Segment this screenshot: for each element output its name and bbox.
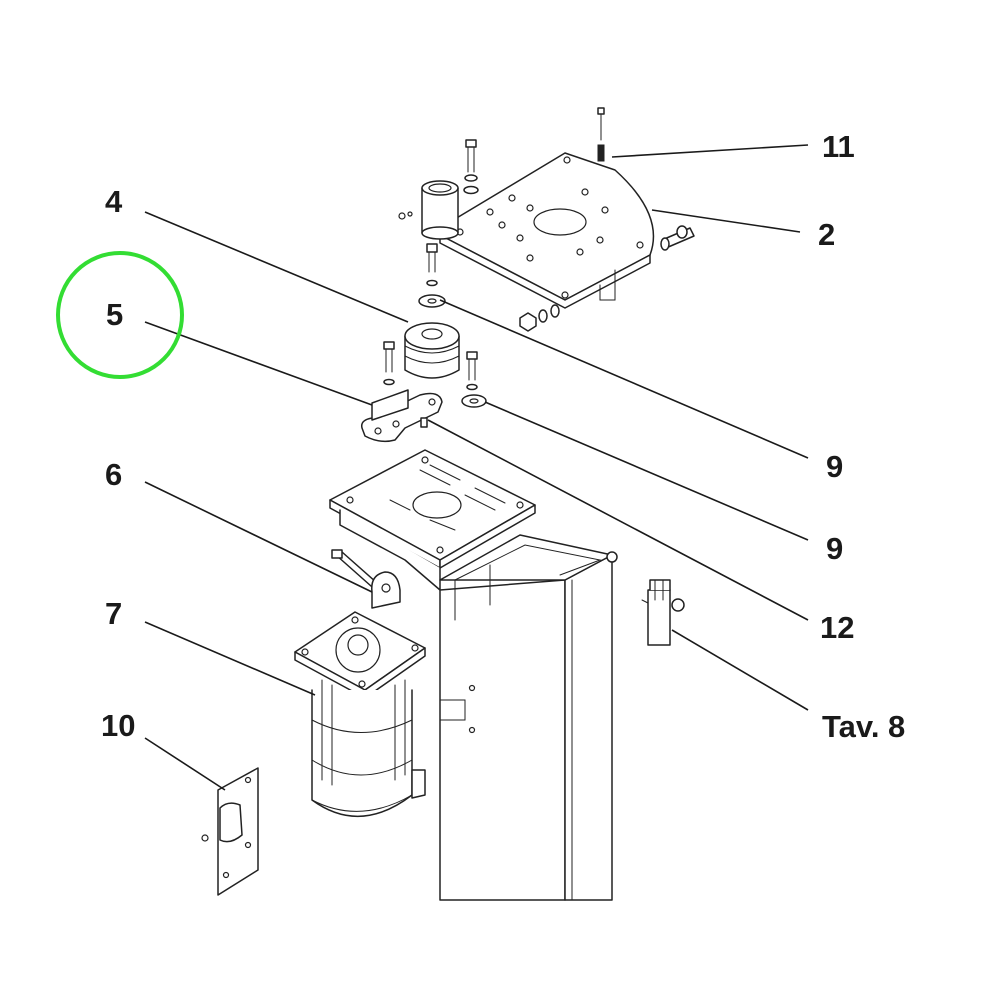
highlight-circle [56, 251, 184, 379]
top-plate-bolts [398, 139, 695, 332]
column-head-plate [329, 449, 536, 591]
callout-tav-8: Tav. 8 [822, 709, 905, 744]
part-10-plate [201, 767, 259, 896]
column [439, 534, 618, 901]
part-11-pin [597, 107, 605, 162]
callout-11: 11 [822, 129, 855, 164]
callout-7: 7 [105, 596, 122, 631]
callout-9-upper: 9 [826, 449, 843, 484]
callout-12: 12 [820, 610, 854, 645]
part-7-motor [294, 611, 426, 818]
callout-2: 2 [818, 217, 835, 252]
part-9-washer-upper [418, 294, 446, 308]
center-bolt [426, 243, 438, 287]
pivot-tube [421, 180, 459, 240]
part-2-top-plate [439, 152, 655, 309]
part-6-clamp [331, 549, 401, 609]
callout-6: 6 [105, 457, 122, 492]
callout-10: 10 [101, 708, 135, 743]
tav8-component [641, 579, 685, 646]
leader-lines [144, 144, 809, 791]
part-4-pulley [404, 322, 460, 379]
part-9-washer-lower [461, 394, 487, 408]
part-5-bracket [360, 389, 443, 443]
bracket-bolts [383, 341, 478, 391]
callout-9-lower: 9 [826, 531, 843, 566]
callout-5: 5 [106, 297, 123, 332]
callout-4: 4 [105, 184, 123, 219]
